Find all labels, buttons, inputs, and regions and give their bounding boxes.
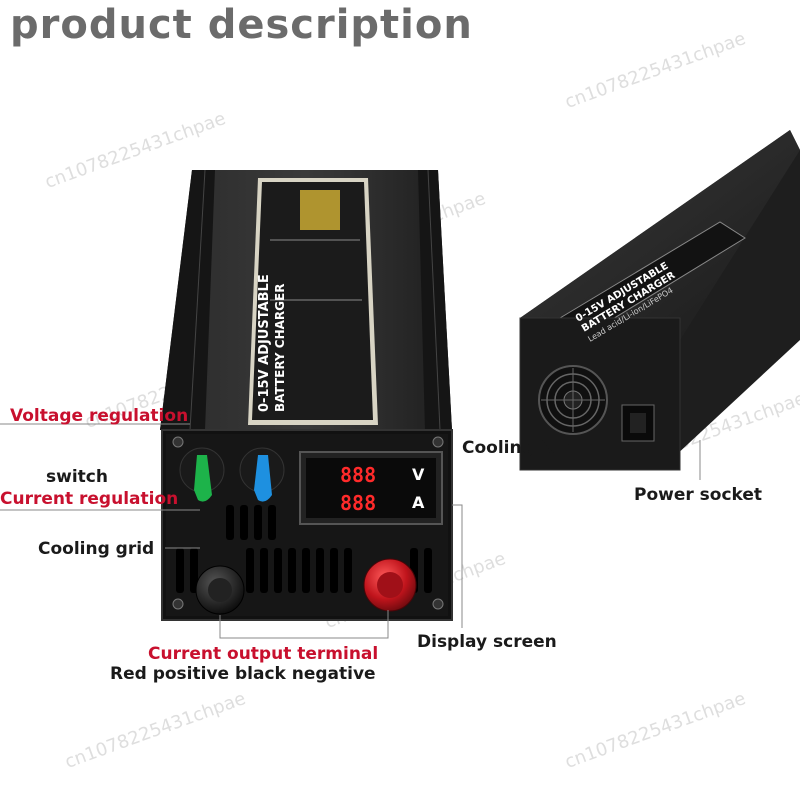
label-current-regulation: Current regulation (0, 489, 179, 509)
label-switch: switch (46, 467, 108, 487)
display-volts-readout: 888 (340, 463, 376, 487)
front-label-line1: 0-15V ADJUSTABLE (257, 274, 272, 412)
label-current-output-terminal: Current output terminal (148, 644, 379, 664)
label-display-screen: Display screen (417, 632, 557, 652)
voltage-regulation-knob[interactable] (179, 447, 225, 502)
label-cooling-fan: Cooling fan (462, 438, 571, 458)
power-socket (621, 404, 655, 442)
front-label-line2: BATTERY CHARGER (273, 284, 287, 412)
display-screen (299, 451, 443, 525)
label-voltage-regulation: Voltage regulation (10, 406, 189, 426)
display-amps-readout: 888 (340, 491, 376, 515)
cooling-grid (176, 505, 432, 593)
page-title: product description (10, 2, 473, 48)
display-volts-unit: V (412, 465, 425, 484)
front-device-body (160, 169, 452, 431)
black-negative-terminal[interactable] (195, 565, 245, 615)
label-power-socket: Power socket (634, 485, 763, 505)
current-regulation-knob[interactable] (239, 447, 285, 502)
red-positive-terminal[interactable] (363, 558, 417, 612)
label-cooling-grid: Cooling grid (38, 539, 155, 559)
cooling-fan (538, 365, 608, 435)
display-amps-unit: A (412, 493, 425, 512)
label-red-positive-black-negative: Red positive black negative (110, 664, 376, 684)
